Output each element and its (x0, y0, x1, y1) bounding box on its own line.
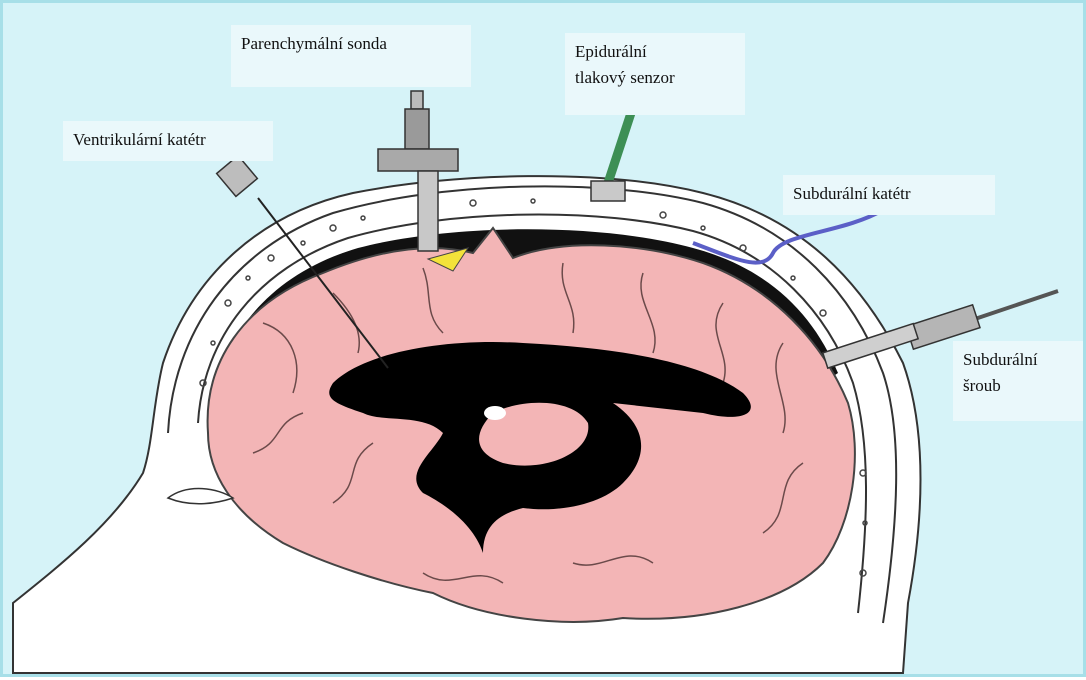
icp-monitoring-illustration (3, 3, 1086, 680)
label-epidural-sensor: Epidurální tlakový senzor (565, 33, 745, 115)
label-ventricular-catheter: Ventrikulární katétr (63, 121, 273, 161)
ventricle-highlight (484, 406, 506, 420)
epidural-sensor (591, 181, 625, 201)
label-subdural-bolt: Subdurální šroub (953, 341, 1083, 421)
epidural-cable (608, 113, 631, 183)
label-subdural-catheter: Subdurální katétr (783, 175, 995, 215)
label-parenchymal-probe: Parenchymální sonda (231, 25, 471, 87)
